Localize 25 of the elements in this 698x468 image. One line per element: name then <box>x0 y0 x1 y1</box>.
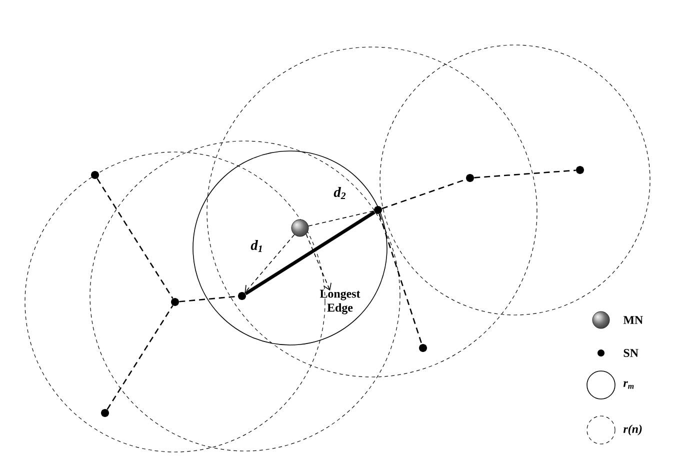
sensor-node-dot <box>101 409 109 417</box>
link-line <box>106 305 174 410</box>
distance-arrow <box>244 234 295 293</box>
sensor-node-dot <box>466 174 474 182</box>
edge-label: d$_{1}$ <box>250 238 264 254</box>
mobile-node-ball <box>291 219 309 237</box>
longest-edge <box>244 210 376 296</box>
legend-label: SN <box>624 348 638 357</box>
sensor-node-dot <box>238 292 246 300</box>
legend-label: MN <box>623 316 643 324</box>
sensor-node-dot <box>419 344 427 352</box>
edge-label: d$_{2}$ <box>332 186 348 200</box>
link-line <box>474 170 576 178</box>
leader-arrow <box>306 234 332 291</box>
sensor-node-dot <box>91 171 99 179</box>
sensor-node-dot <box>576 166 584 174</box>
link-line <box>96 178 174 299</box>
edge-label-text: Longest Edge <box>320 290 360 314</box>
distance-line <box>308 210 374 226</box>
link-line <box>179 296 238 302</box>
sensor-node-dot <box>171 298 179 306</box>
legend-label: r$_{m}$ <box>623 381 634 389</box>
sensor-node-dot <box>374 206 382 214</box>
legend-label: r(n) <box>623 424 642 436</box>
link-line <box>378 214 422 344</box>
